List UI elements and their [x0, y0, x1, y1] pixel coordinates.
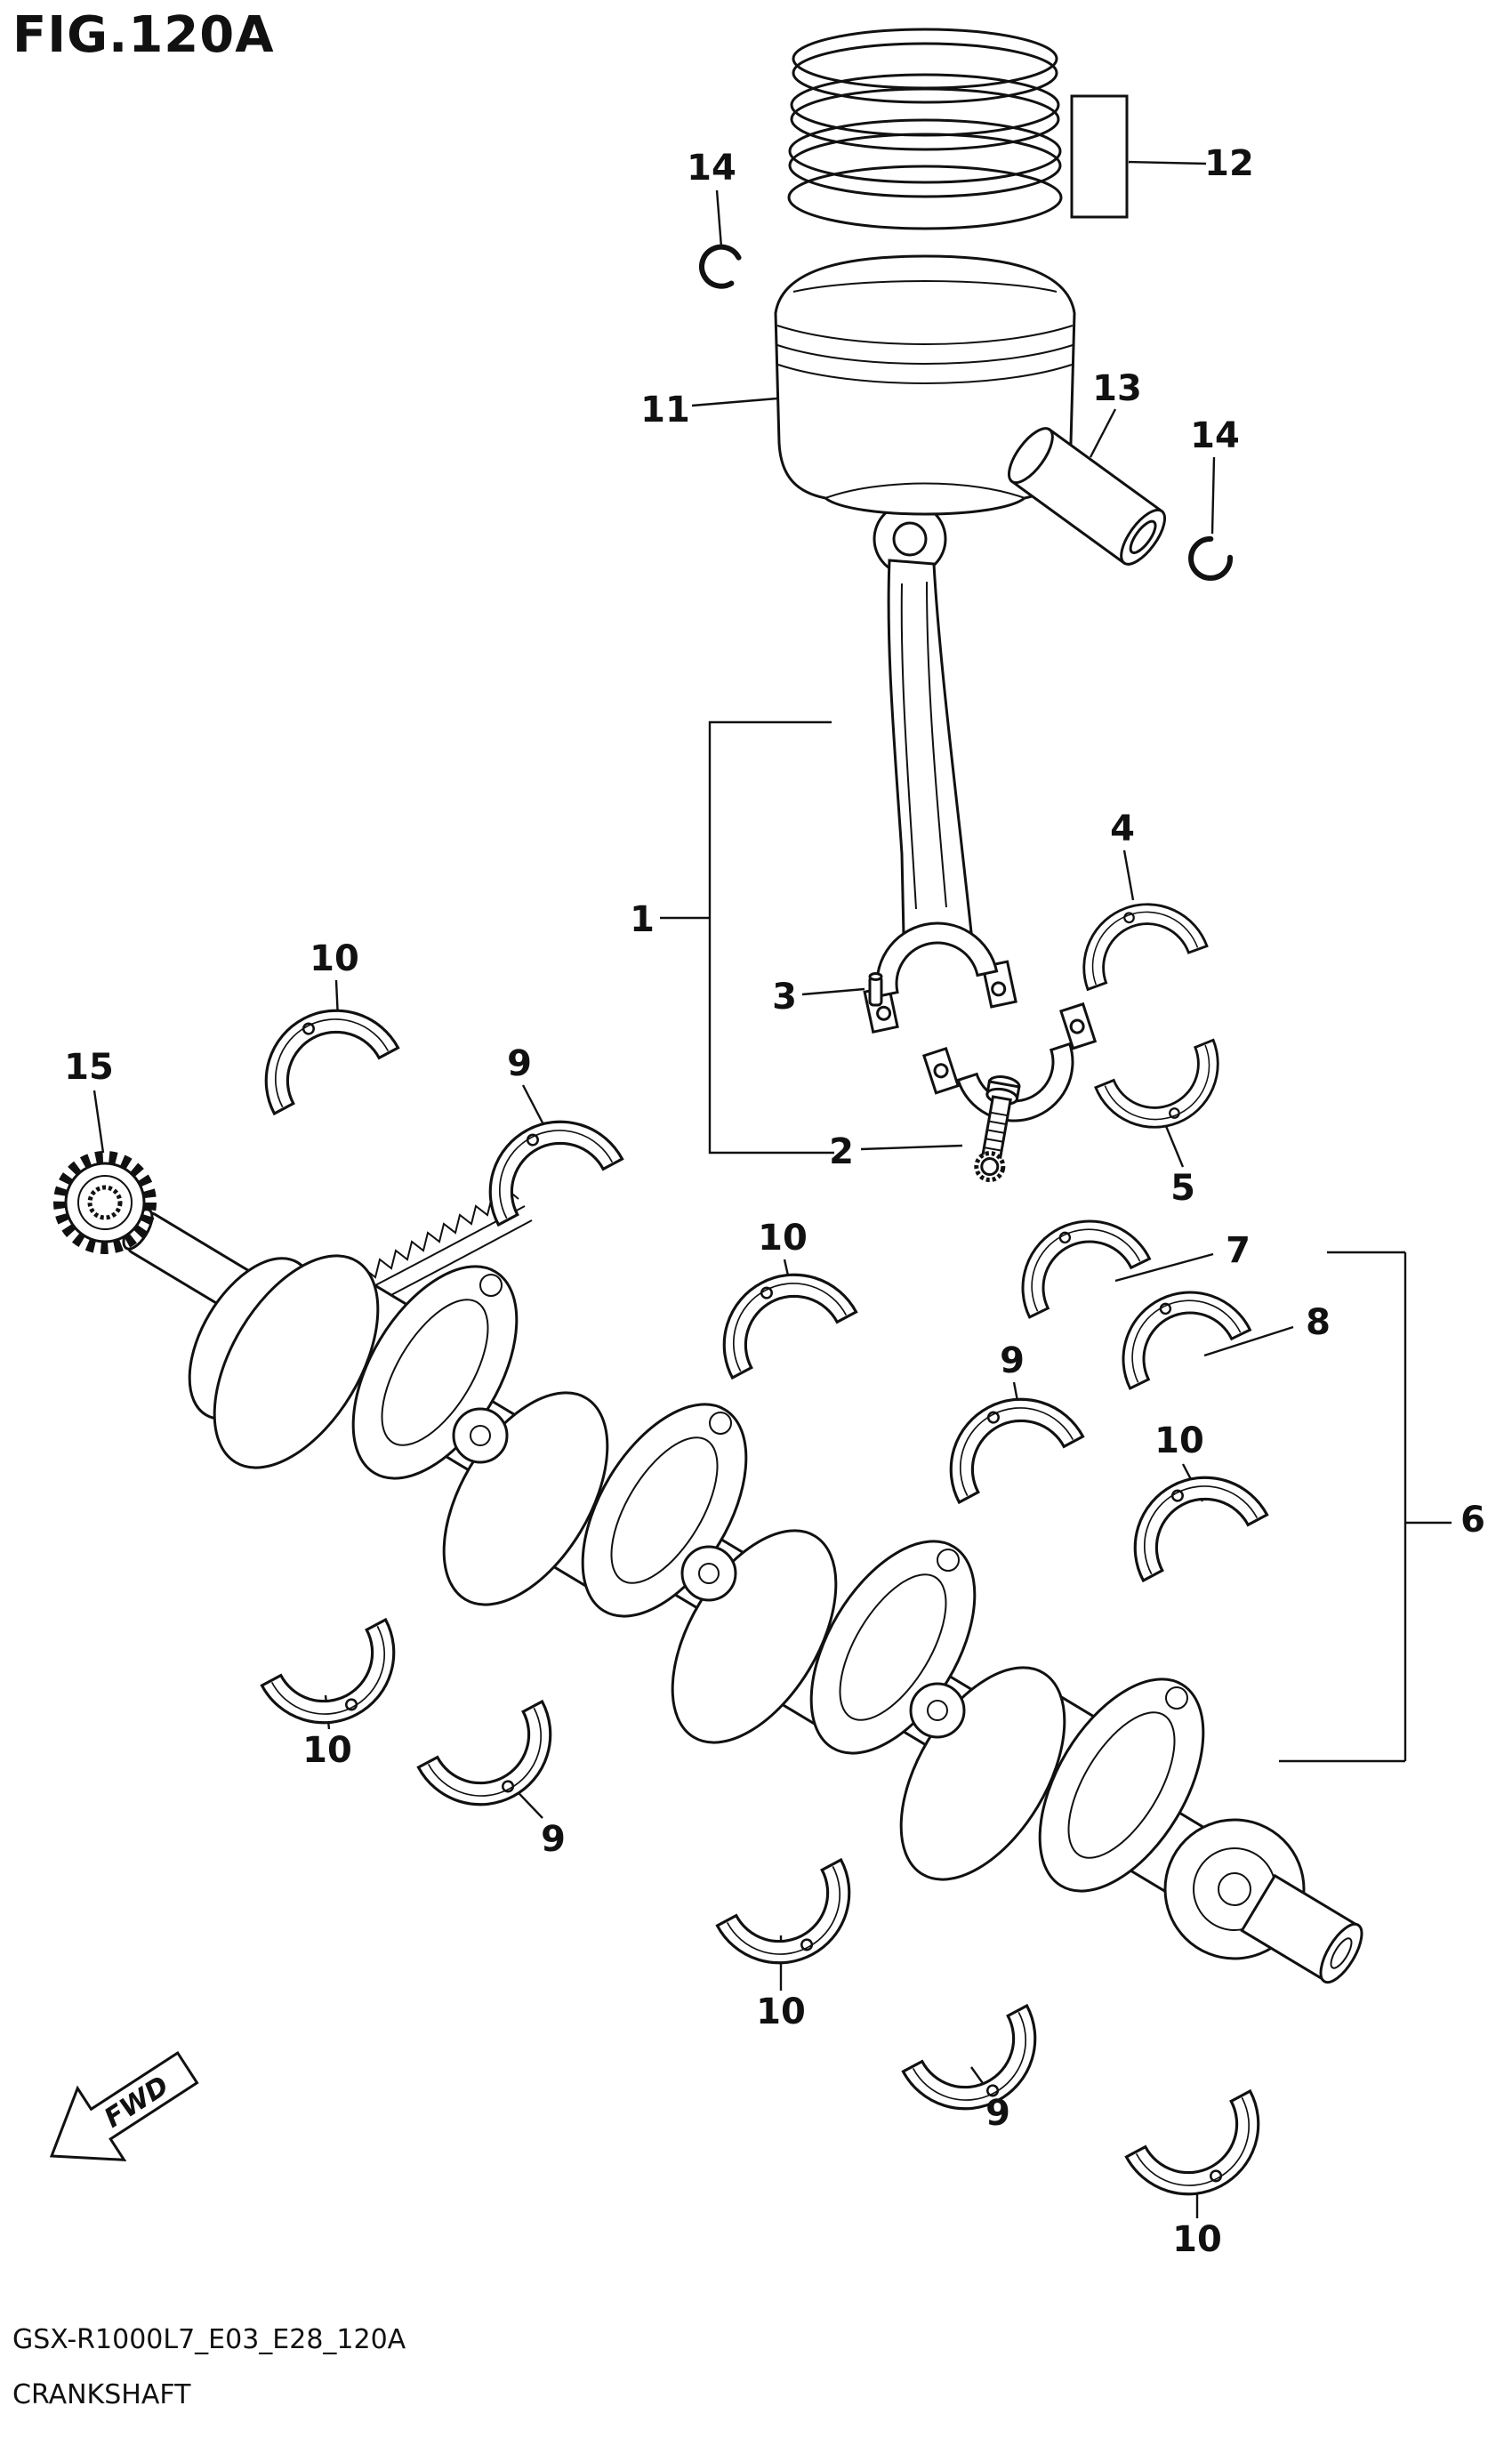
piston-ring-3 — [788, 118, 1062, 184]
piston-crown-line — [792, 280, 1058, 293]
bearing-shell-10-upper-1 — [239, 984, 400, 1115]
callout-5: 5 — [1170, 1168, 1195, 1209]
journal-face-3 — [680, 1545, 737, 1602]
fwd-arrow-shape — [49, 2051, 199, 2161]
journal-face-2 — [452, 1407, 509, 1464]
callout-10-a: 10 — [310, 938, 359, 979]
callouts: 14 12 11 13 14 1 4 10 3 9 15 2 5 10 7 8 … — [64, 143, 1485, 2260]
leader-circlip-right — [1210, 456, 1216, 535]
bearing-shell-10-lower-3 — [1124, 2089, 1285, 2221]
callout-13: 13 — [1092, 368, 1142, 409]
leader-gear — [92, 1090, 105, 1154]
bearing-shell-9-lower-1 — [416, 1700, 577, 1831]
ring-callout-box — [1070, 94, 1129, 219]
figure-title: FIG.120A — [12, 6, 275, 64]
bearing-shell-10-upper-2 — [697, 1248, 858, 1380]
leader-piston-pin — [1089, 408, 1117, 458]
piston-skirt-line — [824, 482, 1025, 499]
bearing-shell-10-upper-3 — [1108, 1451, 1269, 1582]
gear-teeth — [53, 1151, 157, 1254]
leader-bearing-8 — [1203, 1325, 1294, 1357]
rod-small-end-bore — [892, 521, 928, 557]
callout-7: 7 — [1226, 1230, 1251, 1271]
leader-bolt — [860, 1144, 963, 1151]
bearing-shell-9-lower-2 — [901, 2004, 1062, 2136]
callout-14-right: 14 — [1190, 415, 1240, 456]
callout-1: 1 — [630, 899, 655, 940]
piston-pin — [1008, 427, 1166, 566]
callout-3: 3 — [772, 977, 797, 1018]
circlip-right — [1188, 535, 1234, 581]
piston-pin-bore — [1129, 519, 1157, 554]
leader-circlip-left — [715, 189, 723, 248]
bearing-shell-9-upper-2 — [924, 1372, 1085, 1504]
gear-body — [64, 1162, 146, 1243]
fwd-arrow: FWD — [49, 2051, 199, 2161]
bearing-shell-10-lower-1 — [260, 1618, 421, 1750]
crank-rear-end — [1319, 1922, 1363, 1984]
piston-ring-set — [787, 28, 1129, 230]
callout-10-b: 10 — [758, 1218, 808, 1259]
callout-2: 2 — [829, 1131, 854, 1172]
piston-ring-1 — [792, 28, 1058, 90]
callout-14-left: 14 — [687, 148, 736, 189]
callout-10-e: 10 — [756, 1991, 806, 2032]
leader-bearing-9a — [521, 1084, 548, 1130]
callout-15: 15 — [64, 1047, 114, 1088]
bearing-shell-7 — [999, 1197, 1151, 1319]
callout-10-d: 10 — [302, 1730, 352, 1771]
leader-ring-set — [1128, 160, 1207, 165]
callout-8: 8 — [1306, 1302, 1331, 1343]
callout-10-f: 10 — [1172, 2219, 1222, 2260]
callout-9-a: 9 — [507, 1043, 532, 1084]
bearing-shell-5-lower — [1094, 1038, 1239, 1148]
bolt-threads — [984, 1111, 1009, 1152]
crank-web-8 — [1038, 1678, 1205, 1893]
callout-11: 11 — [640, 390, 690, 430]
leader-bearing-4 — [1122, 849, 1135, 901]
oil-ring — [787, 165, 1063, 230]
figure-code: GSX-R1000L7_E03_E28_120A — [12, 2324, 406, 2355]
conrod-bolt — [974, 1075, 1021, 1183]
leader-piston — [691, 397, 778, 407]
bearing-shell-8 — [1099, 1268, 1251, 1390]
circlip-left — [699, 244, 742, 289]
callout-12: 12 — [1204, 143, 1254, 184]
piston-ring-2 — [790, 73, 1060, 137]
bearing-shell-4-upper — [1065, 885, 1209, 991]
rod-big-end — [863, 921, 1017, 1034]
callout-9-b: 9 — [1000, 1340, 1025, 1381]
callout-10-c: 10 — [1154, 1420, 1204, 1461]
gear-spline-bore — [87, 1185, 123, 1220]
bracket-conrod — [708, 720, 834, 1155]
leader-dowel-pin — [801, 987, 865, 996]
connecting-rod — [863, 502, 1098, 1122]
primary-gear-teeth — [342, 1188, 519, 1295]
ring-grooves — [776, 325, 1074, 384]
callout-9-c: 9 — [541, 1819, 566, 1860]
rod-cap — [921, 1002, 1098, 1122]
crankshaft — [122, 1188, 1363, 1984]
crank-web-1 — [213, 1254, 380, 1469]
callout-9-d: 9 — [985, 2093, 1010, 2134]
rod-shaft — [887, 559, 973, 937]
figure-name: CRANKSHAFT — [12, 2379, 191, 2410]
bearing-shell-10-lower-2 — [715, 1858, 876, 1990]
bracket-crankshaft — [1279, 1251, 1452, 1763]
crankshaft-gear — [53, 1151, 157, 1254]
callout-6: 6 — [1460, 1500, 1485, 1541]
dowel-pin — [868, 972, 883, 1007]
leader-bearing-7 — [1114, 1252, 1214, 1283]
callout-4: 4 — [1110, 809, 1135, 849]
journal-face-4 — [909, 1682, 966, 1739]
